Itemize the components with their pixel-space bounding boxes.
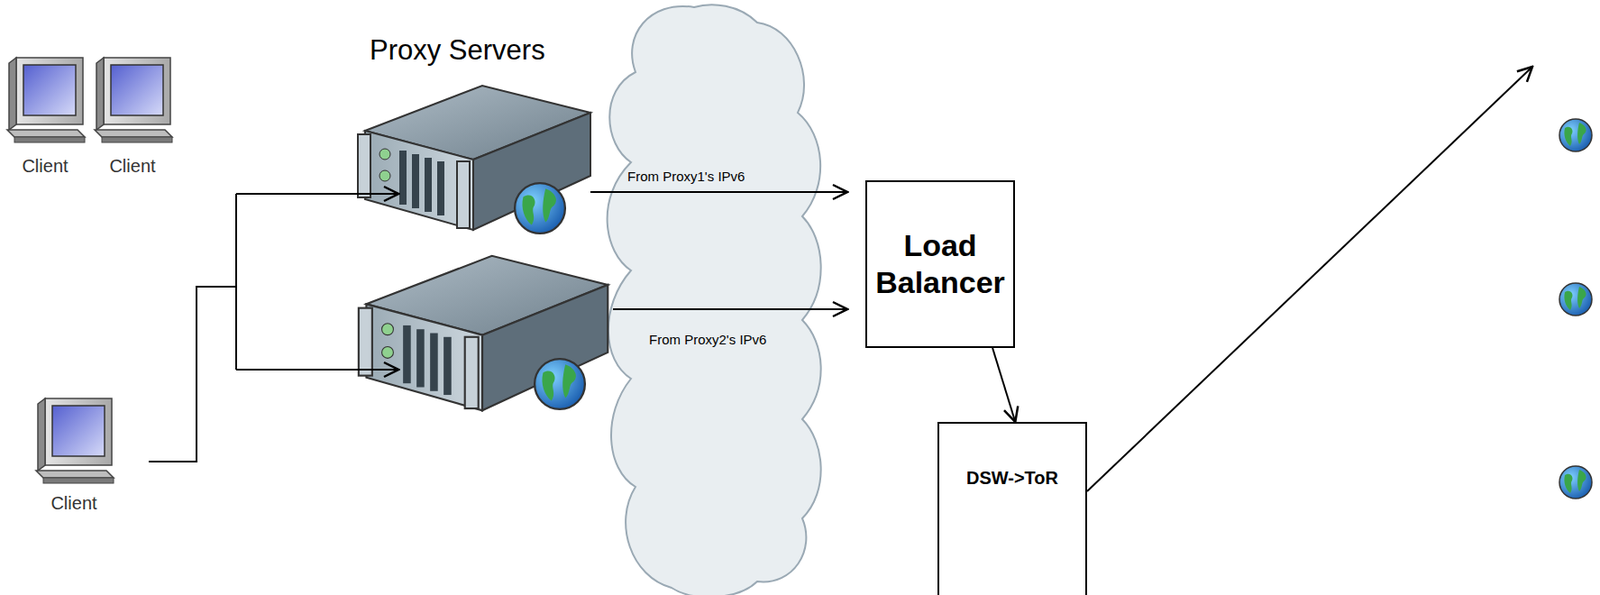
client-wire	[148, 286, 237, 462]
globe-icon	[514, 182, 566, 234]
box-label: Load Balancer	[872, 227, 1008, 302]
proxy-link	[612, 308, 848, 311]
client-computer	[36, 398, 114, 484]
client-wire	[236, 192, 399, 195]
link-label: From Proxy2's IPv6	[649, 331, 767, 348]
box-label: DSW->ToR	[966, 466, 1059, 489]
device-label: Client	[21, 155, 68, 177]
client-node: Client	[91, 52, 174, 177]
client-node: Client	[3, 52, 87, 177]
device-label: Client	[109, 155, 156, 177]
network-cloud	[607, 4, 822, 595]
load-balancer-box: Load Balancer	[865, 180, 1015, 348]
link-label: From Proxy1's IPv6	[627, 168, 745, 184]
globe-icon	[1559, 118, 1592, 152]
client-wire	[235, 193, 238, 370]
switch-box: DSW->ToR	[937, 421, 1088, 595]
proxy-link	[590, 191, 848, 193]
server-link	[1087, 66, 1533, 492]
globe-icon	[534, 358, 586, 410]
globe-icon	[1559, 283, 1592, 316]
device-label: Client	[50, 492, 97, 514]
proxy-server	[358, 256, 608, 411]
client-computer	[7, 57, 85, 143]
client-node: Client	[32, 393, 116, 514]
connector-arrow	[992, 347, 1015, 422]
client-computer	[94, 57, 173, 143]
client-wire	[236, 368, 399, 371]
group-title: Proxy Servers	[369, 34, 546, 67]
globe-icon	[1559, 466, 1592, 499]
